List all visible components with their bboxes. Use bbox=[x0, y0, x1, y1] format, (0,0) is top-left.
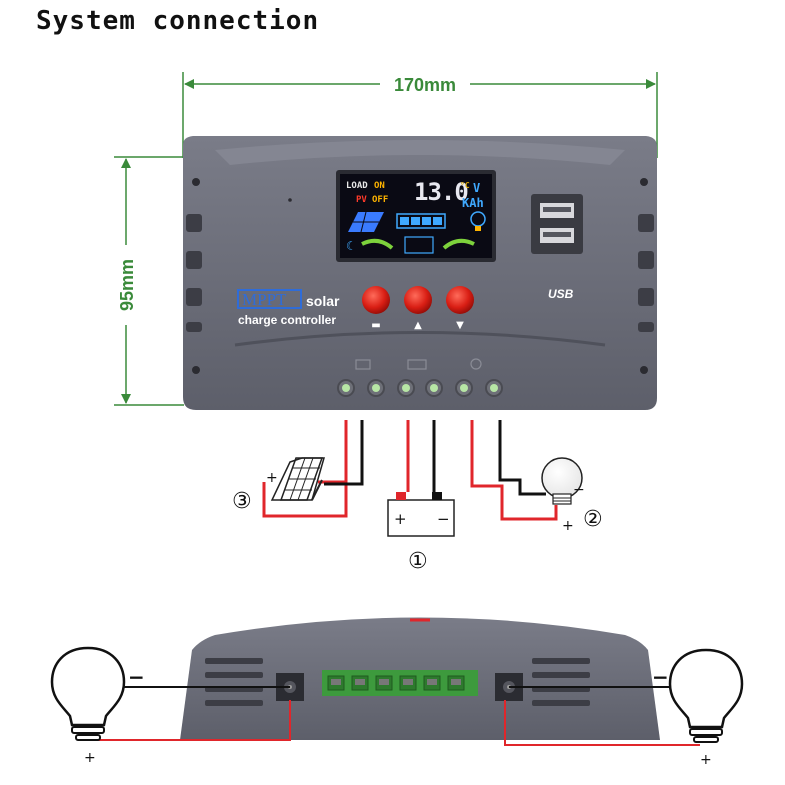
left-bulb-icon bbox=[50, 646, 126, 741]
terminal-load-plus[interactable] bbox=[455, 379, 473, 397]
solar-panel-icon bbox=[270, 457, 325, 501]
page-title: System connection bbox=[36, 6, 320, 36]
lcd-reading: 13.0 bbox=[414, 178, 468, 206]
lcd-unit-kah: KAh bbox=[462, 196, 484, 210]
right-plus-sign: + bbox=[700, 752, 712, 768]
lcd-load-state: ON bbox=[374, 181, 385, 191]
terminal-bat-plus[interactable] bbox=[397, 379, 415, 397]
marker-3: ③ bbox=[232, 489, 252, 514]
solar-plus-wire bbox=[262, 482, 348, 518]
battery-icon: + − bbox=[387, 492, 455, 537]
usb-label: USB bbox=[548, 287, 574, 301]
height-label: 95mm bbox=[117, 259, 137, 311]
bottom-terminal-block bbox=[322, 670, 478, 696]
lcd-battery-icon bbox=[396, 213, 446, 229]
width-dimension: 170mm bbox=[182, 72, 658, 158]
terminal-load-minus[interactable] bbox=[485, 379, 503, 397]
menu-button[interactable]: ▬ bbox=[362, 286, 390, 331]
lcd-arrow-right-icon bbox=[442, 238, 475, 250]
lamp-plus-sign: + bbox=[562, 518, 574, 534]
lcd-battery-small-icon bbox=[404, 236, 434, 254]
brand-solar: solar bbox=[306, 293, 340, 309]
menu-button-symbol: ▬ bbox=[371, 320, 380, 331]
right-vents bbox=[638, 214, 654, 332]
usb-port[interactable] bbox=[531, 194, 583, 254]
lcd-arrow-left-icon bbox=[361, 238, 394, 250]
brand-mppt: MPPT bbox=[242, 290, 287, 309]
right-minus-sign: − bbox=[652, 665, 669, 689]
width-label: 170mm bbox=[394, 75, 456, 95]
brand-logo: MPPT solar charge controller bbox=[237, 289, 340, 327]
terminal-pv-minus[interactable] bbox=[367, 379, 385, 397]
left-plus-sign: + bbox=[84, 750, 96, 766]
marker-2: ② bbox=[583, 507, 603, 532]
solar-plus-sign: + bbox=[266, 470, 278, 486]
down-button[interactable]: ▼ bbox=[446, 286, 474, 331]
up-button[interactable]: ▲ bbox=[404, 286, 432, 331]
terminal-bat-minus[interactable] bbox=[425, 379, 443, 397]
lcd-pv-state: OFF bbox=[372, 195, 388, 205]
lcd-solar-icon bbox=[348, 211, 384, 233]
battery-plus-sign: + bbox=[394, 510, 407, 528]
lcd-display: LOAD ON PV OFF 13.0 °C V KAh ☾ bbox=[336, 170, 496, 262]
left-minus-sign: − bbox=[128, 665, 145, 689]
battery-minus-sign: − bbox=[437, 510, 450, 528]
wires-bottom bbox=[88, 686, 700, 746]
right-bulb-icon bbox=[668, 648, 744, 743]
up-button-symbol: ▲ bbox=[414, 320, 422, 331]
brand-subtitle: charge controller bbox=[238, 313, 336, 327]
lcd-pv-label: PV bbox=[356, 195, 367, 205]
down-button-symbol: ▼ bbox=[456, 320, 464, 331]
terminal-pv-plus[interactable] bbox=[337, 379, 355, 397]
lcd-moon-icon: ☾ bbox=[346, 239, 357, 253]
controller-bottom-view bbox=[180, 617, 660, 740]
lamp-minus-sign: − bbox=[573, 482, 585, 498]
lcd-unit-v: V bbox=[473, 181, 480, 195]
terminal-icons bbox=[355, 358, 482, 370]
height-dimension: 95mm bbox=[114, 156, 184, 406]
top-terminal-block bbox=[337, 379, 503, 397]
lcd-bulb-icon bbox=[470, 211, 486, 231]
left-vents bbox=[186, 214, 202, 332]
wires-top bbox=[262, 420, 558, 521]
load-bulb-icon bbox=[541, 457, 583, 505]
lcd-unit-c: °C bbox=[460, 181, 470, 190]
lcd-load-label: LOAD bbox=[346, 181, 368, 191]
marker-1: ① bbox=[408, 549, 428, 574]
